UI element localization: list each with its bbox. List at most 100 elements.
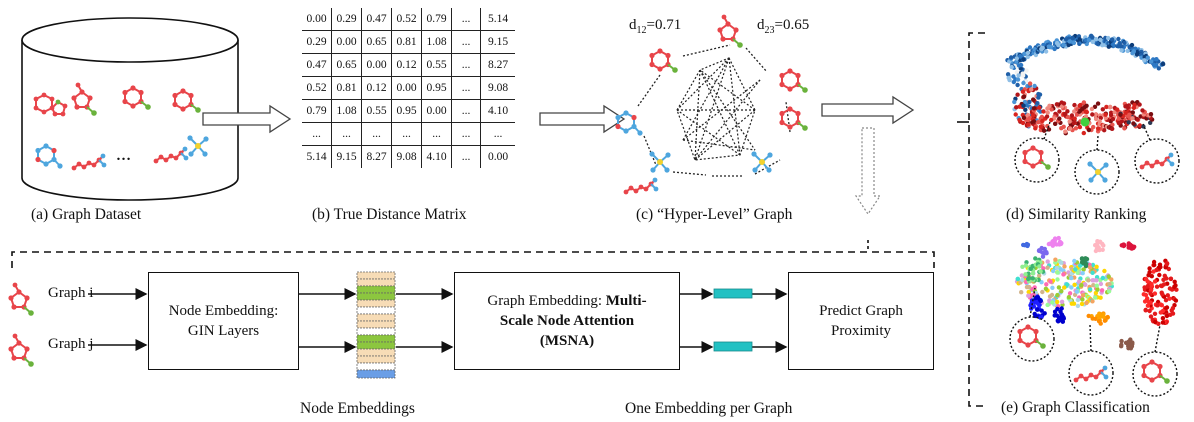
scatter-point <box>1019 273 1024 278</box>
scatter-point <box>1059 126 1064 131</box>
scatter-point <box>1090 39 1096 45</box>
matrix-cell: 5.14 <box>302 145 332 168</box>
scatter-point <box>1102 128 1107 133</box>
scatter-point <box>1055 292 1060 298</box>
scatter-point <box>1156 66 1162 71</box>
scatter-point <box>1164 313 1170 319</box>
scatter-point <box>1079 256 1085 262</box>
scatter-point <box>1148 300 1153 305</box>
scatter-point <box>1026 289 1031 295</box>
scatter-point <box>1037 264 1042 269</box>
scatter-point <box>1043 49 1049 54</box>
scatter-point <box>1073 267 1078 272</box>
scatter-point <box>1040 118 1045 124</box>
matrix-cell: ... <box>302 122 332 146</box>
flow-arrow-dashed <box>854 127 882 216</box>
scatter-point <box>1106 44 1112 49</box>
scatter-point <box>1055 306 1060 312</box>
scatter-point <box>1098 115 1104 121</box>
scatter-point <box>1020 120 1026 126</box>
classification-callouts <box>1009 287 1178 397</box>
scatter-point <box>1148 120 1153 126</box>
scatter-point <box>1040 254 1046 259</box>
graph-embedding-msna-box: Graph Embedding: Multi-Scale Node Attent… <box>454 272 680 370</box>
scatter-point <box>1148 314 1154 319</box>
scatter-point <box>1075 297 1081 303</box>
scatter-point <box>1086 313 1091 319</box>
scatter-point <box>1095 101 1101 106</box>
scatter-point <box>1108 112 1114 118</box>
scatter-point <box>1009 64 1014 70</box>
scatter-point <box>1027 81 1033 86</box>
scatter-point <box>1131 121 1136 126</box>
scatter-point <box>1086 38 1092 43</box>
caption-graph-dataset: (a) Graph Dataset <box>31 206 142 223</box>
scatter-point <box>1026 276 1032 281</box>
scatter-point <box>1075 303 1081 309</box>
scatter-point <box>1028 266 1034 271</box>
scatter-point <box>1067 291 1073 296</box>
scatter-point <box>1054 242 1059 247</box>
scatter-point <box>1147 266 1152 271</box>
caption-hyper-level-graph: (c) “Hyper-Level” Graph <box>636 206 793 223</box>
scatter-point <box>1057 239 1063 245</box>
scatter-point <box>1057 116 1062 121</box>
matrix-cell: 4.10 <box>480 99 515 123</box>
scatter-point <box>1016 73 1021 78</box>
scatter-point <box>1021 103 1026 108</box>
scatter-point <box>1105 314 1110 320</box>
scatter-point <box>1173 298 1179 303</box>
scatter-point <box>1020 71 1025 76</box>
scatter-point <box>1020 277 1025 283</box>
classification-scatter <box>1014 235 1179 351</box>
scatter-point <box>1110 116 1116 122</box>
msna-acronym: (MSNA) <box>539 333 595 349</box>
scatter-point <box>1038 124 1044 129</box>
scatter-point <box>1110 126 1115 131</box>
similarity-scatter <box>1005 33 1166 136</box>
scatter-point <box>1123 110 1129 115</box>
matrix-cell: ... <box>451 76 481 100</box>
scatter-point <box>1098 321 1103 326</box>
scatter-point <box>1106 35 1111 41</box>
matrix-cell: 0.00 <box>487 151 509 163</box>
matrix-cell: 0.52 <box>391 8 422 31</box>
scatter-point <box>1024 68 1029 73</box>
caption-similarity-ranking: (d) Similarity Ranking <box>1006 206 1147 223</box>
scatter-point <box>1084 103 1089 109</box>
scatter-point <box>1158 264 1163 270</box>
scatter-point <box>1022 99 1028 105</box>
scatter-point <box>1049 107 1054 112</box>
scatter-point <box>1054 313 1060 318</box>
scatter-point <box>1038 109 1043 114</box>
scatter-point <box>1110 122 1115 128</box>
scatter-point <box>1132 102 1137 108</box>
predict-label-line1: Predict Graph <box>819 303 903 319</box>
scatter-point <box>1013 112 1018 117</box>
scatter-point <box>1170 306 1176 311</box>
scatter-point <box>1031 304 1037 309</box>
scatter-point <box>1031 112 1036 118</box>
matrix-cell: 0.47 <box>302 53 332 77</box>
scatter-point <box>1167 286 1173 291</box>
scatter-point <box>1099 314 1105 319</box>
scatter-point <box>1048 279 1053 284</box>
scatter-point <box>1049 292 1055 298</box>
scatter-point <box>1061 315 1066 320</box>
scatter-point <box>1053 121 1058 127</box>
scatter-point <box>1135 117 1140 122</box>
matrix-cell: ... <box>480 122 515 146</box>
scatter-point <box>1141 292 1147 297</box>
predict-label-line2: Proximity <box>830 323 891 339</box>
scatter-point <box>1037 302 1042 308</box>
scatter-point <box>1054 102 1060 107</box>
matrix-cell: 0.95 <box>421 76 452 100</box>
scatter-point <box>1079 260 1085 265</box>
scatter-point <box>1102 268 1107 274</box>
scatter-point <box>1021 57 1026 62</box>
matrix-cell: 0.29 <box>331 8 362 31</box>
matrix-cell: 0.52 <box>302 76 332 100</box>
scatter-point <box>1145 296 1150 301</box>
scatter-point <box>1055 277 1060 282</box>
